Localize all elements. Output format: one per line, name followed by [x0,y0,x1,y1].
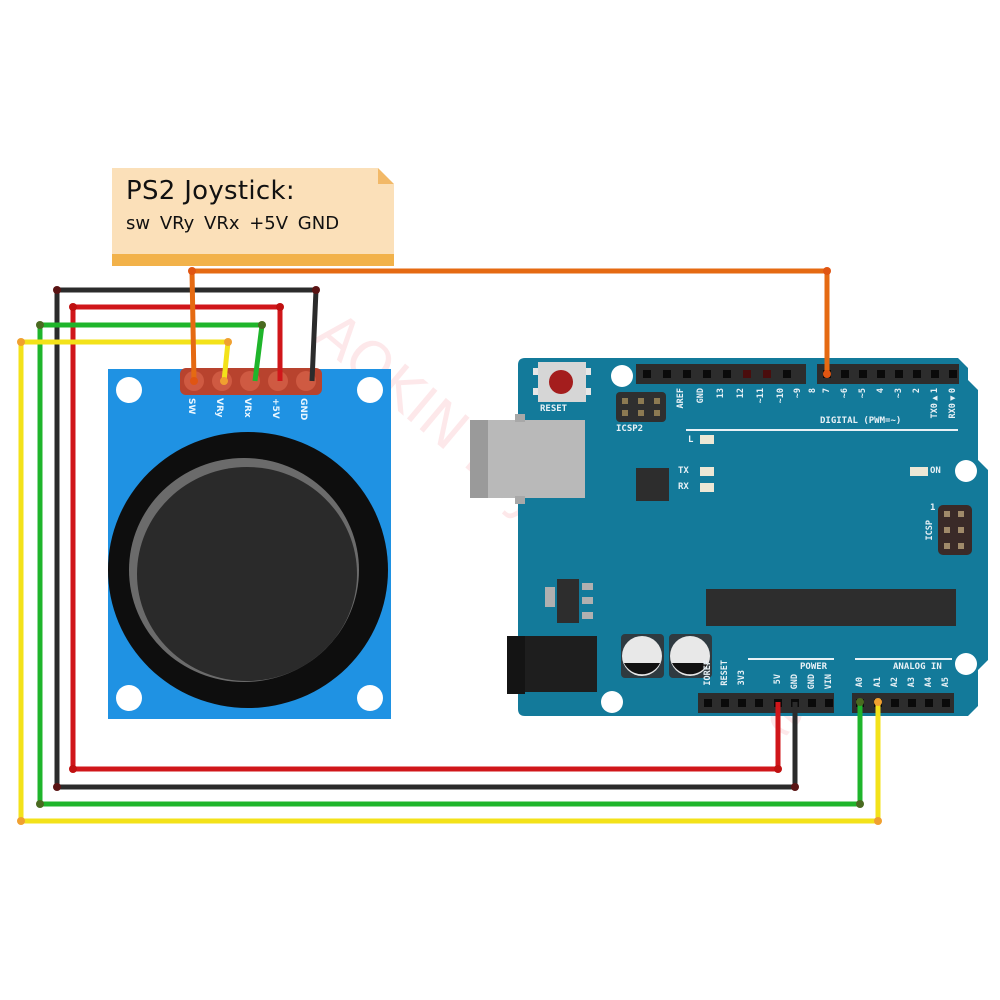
pin-label-a4: A4 [924,677,934,688]
joystick-pin-label-gnd: GND [298,398,308,421]
icsp2-header [616,392,666,422]
pin-label-8: 8 [808,388,818,394]
pin-label-gnd-2: GND [807,674,817,690]
pin-label-rx0: RX0◀0 [948,388,958,419]
led-rx [700,483,714,492]
mount-hole-icon [357,685,383,711]
microcontroller-chip [706,589,956,626]
led-on-label: ON [930,466,941,476]
analog-header [852,693,954,713]
reset-label: RESET [540,404,568,414]
joystick-thumb-cap [137,467,357,681]
power-header [698,693,834,713]
wires [18,268,881,824]
analog-header-label: ANALOG IN [893,662,942,672]
reset-button-cap [549,370,573,394]
joystick-pin-label-sw: SW [186,398,196,415]
pin-label-gnd-1: GND [790,674,800,690]
voltage-regulator [557,579,579,623]
led-on [910,467,928,476]
mount-hole-icon [955,653,977,675]
wire-sw [189,268,830,382]
note-pin-list: sw VRy VRx +5V GND [126,213,340,234]
led-l-label: L [688,435,694,445]
pin-label-9: ~9 [793,388,803,399]
joystick-pin-label-vrx: VRx [242,398,252,418]
pin-label-4: 4 [876,388,886,394]
arduino-pcb [518,358,988,716]
joystick-pin-label-5v: +5V [270,398,280,419]
pin-label-3v3: 3V3 [737,670,747,686]
pin-label-a0: A0 [855,677,865,688]
power-header-label: POWER [800,662,828,672]
note-bottom-band [112,254,394,266]
pin-label-13: 13 [716,388,726,399]
wire-vrx [37,322,863,807]
wire-joints [17,267,882,825]
note-title: PS2 Joystick: [126,176,295,206]
wire-5v [70,304,781,772]
pin-label-ioref: IOREF [703,660,713,686]
pin-label-a3: A3 [907,677,917,688]
pin-label-10: ~10 [776,388,786,404]
wire-gnd [54,287,798,790]
usb-chip [636,468,669,501]
mount-hole-icon [116,377,142,403]
joystick-module [108,368,391,719]
icsp-pin1-label: 1 [930,503,936,513]
joystick-pinout-note: PS2 Joystick: sw VRy VRx +5V GND [112,168,394,266]
pin-label-7: 7 [822,388,832,394]
pin-label-5v: 5V [773,674,783,685]
led-l [700,435,714,444]
pin-label-12: 12 [736,388,746,399]
led-tx [700,467,714,476]
mount-hole-icon [116,685,142,711]
pin-label-3: ~3 [894,388,904,399]
digital-header-label: DIGITAL (PWM=~) [820,416,902,426]
pin-label-gnd: GND [696,388,706,404]
mount-hole-icon [357,377,383,403]
mount-hole-icon [601,691,623,713]
pin-label-a5: A5 [941,677,951,688]
pin-label-2: 2 [912,388,922,394]
arduino-uno-board [470,358,988,716]
pin-label-vin: VIN [824,674,834,690]
pin-label-reset: RESET [720,660,730,686]
pin-label-tx0: TX0▶1 [930,388,940,419]
pin-label-aref: AREF [676,388,686,409]
mount-hole-icon [611,365,633,387]
digital-header-left [636,364,806,384]
pin-label-11: ~11 [756,388,766,404]
led-rx-label: RX [678,482,689,492]
usb-connector [470,420,585,498]
led-tx-label: TX [678,466,689,476]
icsp-header [938,505,972,555]
pin-label-a1: A1 [873,677,883,688]
pin-label-6: ~6 [840,388,850,399]
digital-header-right [817,364,959,384]
pin-label-a2: A2 [890,677,900,688]
mount-hole-icon [955,460,977,482]
icsp2-label: ICSP2 [616,424,644,434]
pin-label-5: ~5 [858,388,868,399]
icsp-label: ICSP [925,520,935,541]
note-fold-corner [378,168,394,184]
joystick-pin-label-vry: VRy [214,398,224,418]
wire-vry [18,339,881,824]
